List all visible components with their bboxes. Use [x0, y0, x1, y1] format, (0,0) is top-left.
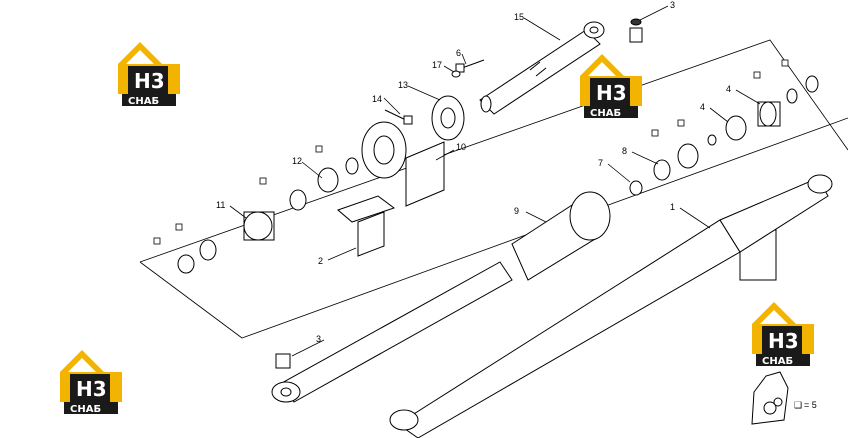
callout-13: 13: [398, 80, 408, 90]
watermark-logo: H3 СНАБ: [580, 54, 642, 119]
svg-text:СНАБ: СНАБ: [128, 96, 159, 107]
bolts: [384, 59, 485, 125]
piston: [511, 191, 611, 281]
callout-11: 9: [514, 206, 519, 216]
seal-kit-legend: ❑ = 5: [751, 371, 817, 425]
watermark-logo: H3 СНАБ: [118, 42, 180, 107]
piston-rod: [479, 21, 605, 115]
svg-text:H3: H3: [76, 377, 107, 401]
callout-3-bottom: 3: [316, 334, 321, 344]
callout-1: 1: [670, 202, 675, 212]
legend-text: = 5: [804, 400, 817, 410]
callout-12: 11: [216, 200, 225, 210]
callout-16: 15: [514, 12, 524, 22]
mounting-bracket: [361, 121, 445, 207]
callouts: 15 3 6 17 13 14 10 12 11 2 9 1 7 8 4 4 3: [216, 0, 731, 344]
svg-text:H3: H3: [596, 81, 627, 105]
lower-rod: [271, 261, 513, 403]
svg-text:СНАБ: СНАБ: [70, 404, 101, 415]
leader-lines: [229, 5, 761, 357]
callout-17: 17: [432, 60, 442, 70]
seal-set-right: [629, 75, 819, 196]
group-boundary: [139, 39, 848, 339]
callout-15: 14: [372, 94, 382, 104]
seal-set-left: [177, 157, 359, 274]
svg-text:СНАБ: СНАБ: [762, 356, 793, 367]
legend-symbol: ❑: [794, 400, 802, 410]
callout-8: 8: [622, 146, 627, 156]
svg-text:H3: H3: [768, 329, 799, 353]
watermark-logo: H3 СНАБ: [752, 302, 814, 367]
clamp-plate: [337, 195, 396, 257]
watermark-logo: H3 СНАБ: [60, 350, 122, 415]
callout-10: 10: [456, 142, 466, 152]
callout-6: 6: [456, 48, 461, 58]
svg-text:H3: H3: [134, 69, 165, 93]
flange: [431, 95, 465, 141]
part-markers: [153, 59, 789, 245]
grease-fitting-top: [629, 18, 643, 43]
cylinder-barrel: [389, 174, 833, 438]
callout-7: 7: [598, 158, 603, 168]
callout-4: 4: [726, 84, 731, 94]
callout-3-top: 3: [670, 0, 675, 10]
callout-14: 12: [292, 156, 302, 166]
callout-2: 2: [318, 256, 323, 266]
svg-text:СНАБ: СНАБ: [590, 108, 621, 119]
callout-9: 4: [700, 102, 705, 112]
